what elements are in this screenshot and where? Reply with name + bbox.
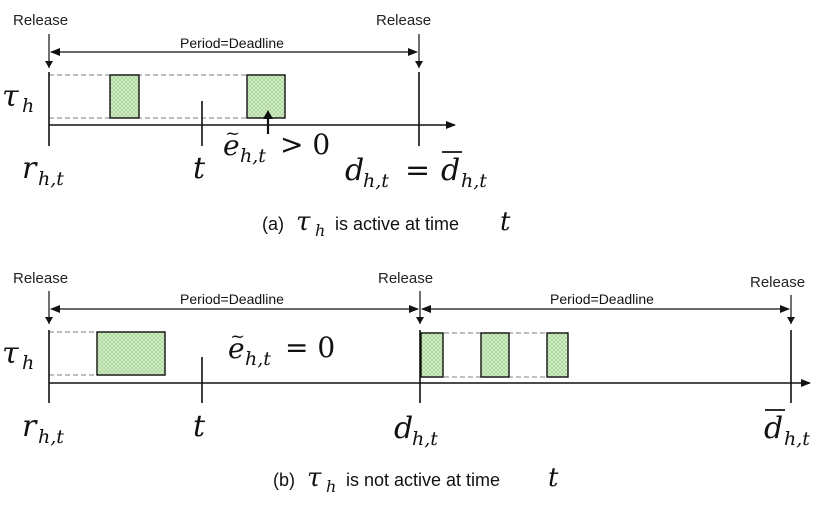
release-label-right: Release <box>750 274 805 291</box>
task-subscript: h <box>22 95 34 117</box>
release-time-label: r <box>22 151 38 186</box>
execution-block <box>420 332 444 378</box>
period-label-2: Period=Deadline <box>550 291 654 307</box>
caption-b-prefix: (b) <box>273 470 295 490</box>
remaining-exec-label: e <box>228 332 245 365</box>
caption-b-task: τ <box>307 463 322 493</box>
current-time-label: t <box>193 151 206 186</box>
current-time-label: t <box>193 409 206 444</box>
remaining-exec-tilde: ~ <box>225 123 240 144</box>
caption-a-prefix: (a) <box>262 214 284 234</box>
deadline-label: d <box>394 411 413 446</box>
release-time-label: r <box>22 409 38 444</box>
release-label-mid: Release <box>378 270 433 287</box>
virtual-deadline-subscript: h,t <box>784 428 810 450</box>
deadline-subscript: h,t <box>363 170 389 192</box>
period-label: Period=Deadline <box>180 35 284 51</box>
caption-b-time: t <box>548 463 559 493</box>
remaining-pointer-head <box>263 110 273 119</box>
remaining-exec-label: e <box>223 129 240 162</box>
release-label-right: Release <box>376 12 431 29</box>
caption-a-task: τ <box>296 207 311 237</box>
release-time-subscript: h,t <box>38 168 64 190</box>
virtual-deadline-label: d <box>441 153 460 188</box>
caption-a-text: is active at time <box>335 214 459 234</box>
execution-block <box>480 332 510 378</box>
caption-b-task-subscript: h <box>326 477 336 496</box>
panel-b: Release Release Release Period=Deadline … <box>2 270 811 496</box>
release-time-subscript: h,t <box>38 426 64 448</box>
remaining-exec-subscript: h,t <box>245 348 271 370</box>
remaining-exec-relation: > 0 <box>280 128 330 161</box>
period-label-1: Period=Deadline <box>180 291 284 307</box>
caption-a-task-subscript: h <box>315 221 325 240</box>
panel-a: Release Release Period=Deadline τ h r h,… <box>2 12 511 240</box>
deadline-label: d <box>345 153 364 188</box>
remaining-exec-subscript: h,t <box>240 145 266 167</box>
release-label-left: Release <box>13 270 68 287</box>
remaining-exec-relation: = 0 <box>285 331 335 364</box>
equals-sign: = <box>405 153 430 188</box>
execution-block <box>96 331 166 376</box>
task-symbol: τ <box>2 336 19 371</box>
execution-block <box>109 74 140 119</box>
virtual-deadline-subscript: h,t <box>461 170 487 192</box>
remaining-execution-block <box>246 74 286 119</box>
task-symbol: τ <box>2 79 19 114</box>
caption-b-text: is not active at time <box>346 470 500 490</box>
remaining-exec-tilde: ~ <box>230 326 245 347</box>
task-subscript: h <box>22 352 34 374</box>
deadline-subscript: h,t <box>412 428 438 450</box>
caption-a-time: t <box>500 207 511 237</box>
execution-block <box>546 332 569 378</box>
release-label-left: Release <box>13 12 68 29</box>
virtual-deadline-label: d <box>764 411 783 446</box>
